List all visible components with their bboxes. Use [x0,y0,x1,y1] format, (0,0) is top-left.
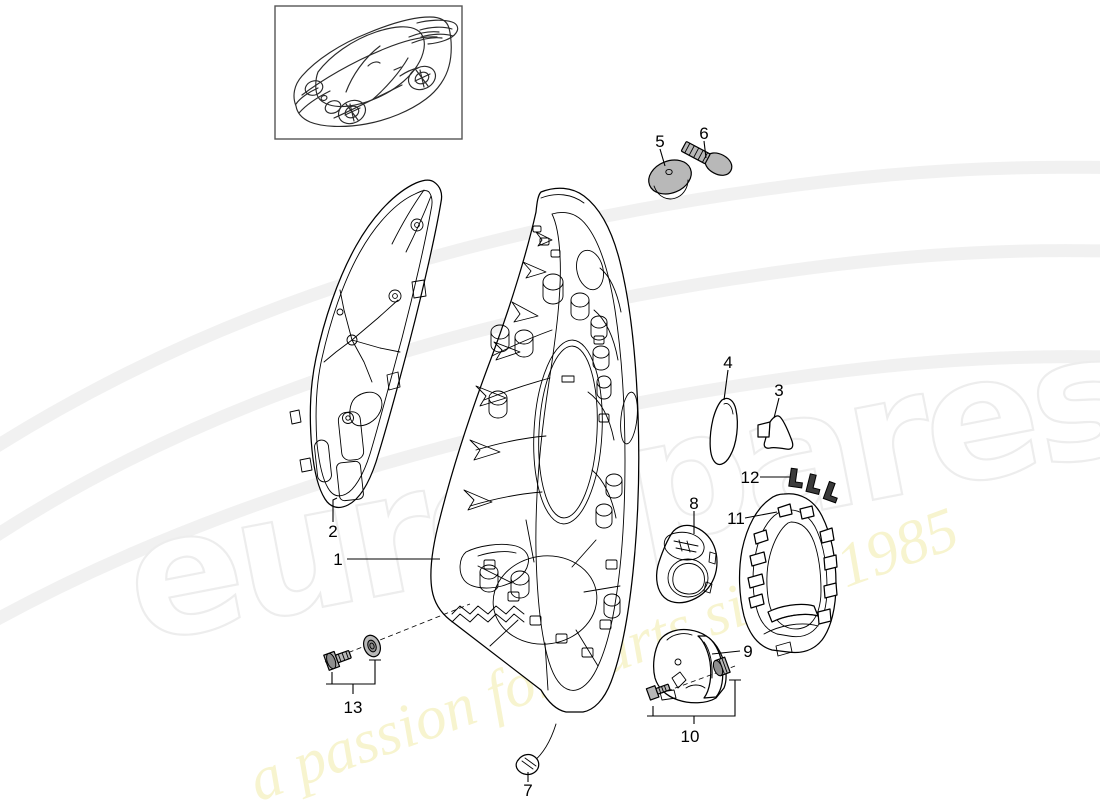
part-8-release-lever-bracket [655,524,718,604]
part-4-oval-cover-cap [709,397,738,466]
trim-clip-3 [822,480,838,504]
part-3-retaining-clip-wedge [757,415,794,450]
part-5-round-cover-disc [648,159,692,200]
callout-8: 8 [689,494,698,513]
callout-1: 1 [333,550,342,569]
vehicle-thumbnail [274,5,463,140]
part-11-backrest-trim-frame [738,493,838,657]
part-13-screw-and-washer-set [323,603,471,694]
part-10-mounting-screw-set [645,656,741,724]
part-2-backrest-side-trim-panel [289,179,443,509]
callout-7: 7 [523,781,532,800]
callout-4: 4 [723,353,732,372]
callout-6: 6 [699,124,708,143]
callout-9: 9 [743,642,752,661]
part-7-cable-end-hook [515,723,557,776]
callout-2: 2 [328,522,337,541]
callout-12: 12 [741,468,760,487]
leader-lines [332,140,790,782]
car-outline-icon [293,16,459,128]
callout-3: 3 [774,381,783,400]
callout-13: 13 [344,698,363,717]
callout-numbers: 1 2 3 4 5 6 7 8 9 10 11 12 13 [328,124,783,800]
part-1-backrest-shell-outer [430,187,640,713]
callout-10: 10 [681,727,700,746]
part-6-pan-head-screw [680,141,733,176]
part-9-recliner-cover-housing [653,628,727,704]
trim-clip-1 [788,467,803,489]
callout-5: 5 [655,132,664,151]
part-12-trim-clip-set [788,467,838,504]
callout-11: 11 [727,509,745,528]
trim-clip-2 [805,473,821,496]
